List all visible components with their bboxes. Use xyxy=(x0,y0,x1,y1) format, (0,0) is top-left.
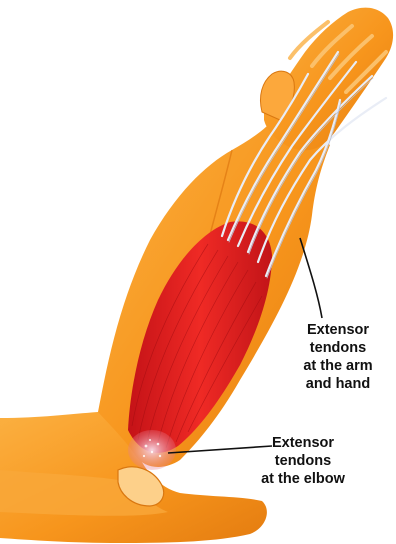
hand xyxy=(260,8,393,151)
label-extensor-tendons-elbow: Extensor tendons at the elbow xyxy=(244,434,362,488)
leader-line-arm xyxy=(300,238,322,318)
elbow-tendon-origin xyxy=(128,430,176,470)
label-extensor-tendons-arm-hand: Extensor tendons at the arm and hand xyxy=(286,321,390,393)
